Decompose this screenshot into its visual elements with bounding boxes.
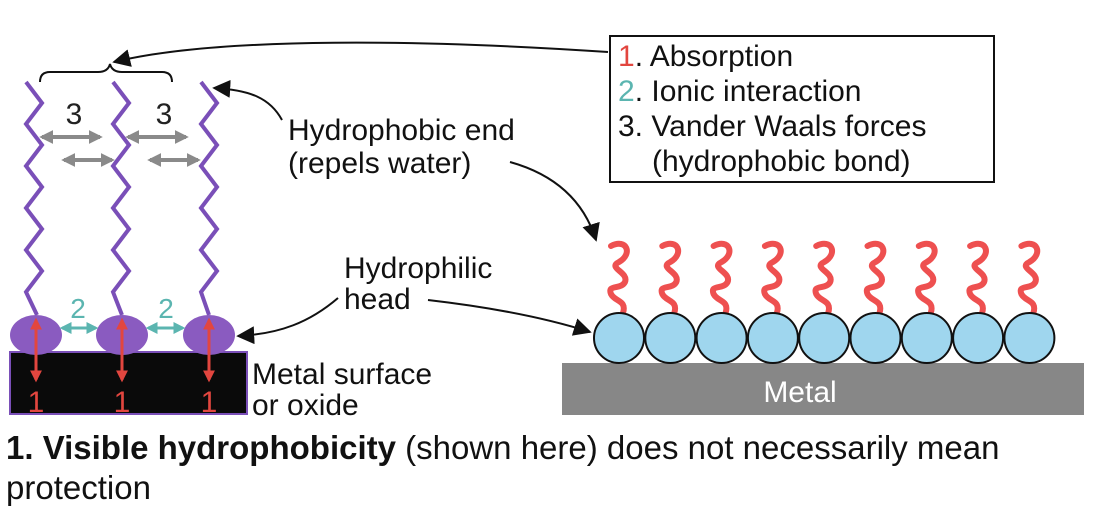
tail-2 xyxy=(658,241,682,316)
legend-item-2: 2. Ionic interaction xyxy=(618,75,861,108)
hydrophobic-end-label-line2: (repels water) xyxy=(288,147,471,180)
sphere-5 xyxy=(798,312,851,364)
hydrophobic-to-chain-arrow xyxy=(212,79,283,121)
hydrophobic-to-tails-arrow xyxy=(509,161,600,242)
tail-5 xyxy=(812,241,835,316)
hydrophilic-head-label-line1: Hydrophilic xyxy=(344,252,492,285)
metal-label: Metal xyxy=(763,376,836,409)
legend-item-1: 1. Absorption xyxy=(618,40,793,73)
hydrophilic-spheres xyxy=(593,312,1056,364)
caption-rest: (shown here) does not necessarily mean p… xyxy=(6,429,1000,506)
ionic-marker-2: 2 xyxy=(158,293,174,324)
sphere-1 xyxy=(593,312,645,364)
chain-3 xyxy=(198,80,220,316)
absorption-marker-3: 1 xyxy=(201,386,218,419)
legend-box xyxy=(609,35,995,183)
tail-3 xyxy=(709,241,733,316)
metal-bar xyxy=(562,363,1084,415)
ionic-marker-1: 2 xyxy=(70,293,86,324)
hydrophobic-tails xyxy=(607,241,1041,316)
vdw-marker-1: 3 xyxy=(66,98,83,131)
tail-7 xyxy=(915,241,938,316)
hydrophilic-head-label-line2: head xyxy=(344,283,411,316)
caption: 1. Visible hydrophobicity (shown here) d… xyxy=(6,428,1094,508)
sphere-6 xyxy=(849,312,902,364)
tail-1 xyxy=(607,241,630,316)
caption-bold: 1. Visible hydrophobicity xyxy=(6,429,396,466)
chain-brace xyxy=(39,63,173,83)
legend-item-3-line2: (hydrophobic bond) xyxy=(652,145,911,178)
metal-surface-label-line2: or oxide xyxy=(252,389,359,422)
tail-9 xyxy=(1017,241,1041,316)
chain-2 xyxy=(110,80,132,316)
absorption-marker-2: 1 xyxy=(114,386,131,419)
legend-to-brace-arrow xyxy=(112,41,609,67)
sphere-8 xyxy=(952,312,1005,364)
sphere-4 xyxy=(746,312,799,364)
hydrophobic-end-label-line1: Hydrophobic end xyxy=(288,114,515,147)
vdw-marker-2: 3 xyxy=(156,98,173,131)
sphere-7 xyxy=(900,312,953,364)
chain-1 xyxy=(23,80,45,316)
tail-8 xyxy=(966,241,989,316)
sphere-9 xyxy=(1003,312,1056,364)
sphere-2 xyxy=(644,312,697,364)
hydrophilic-to-left-head-arrow xyxy=(236,297,339,345)
legend-item-3-line1: 3. Vander Waals forces xyxy=(618,110,926,143)
tail-6 xyxy=(863,241,887,316)
sphere-3 xyxy=(695,312,748,364)
absorption-marker-1: 1 xyxy=(28,386,45,419)
metal-surface-label-line1: Metal surface xyxy=(252,358,432,391)
hydrophilic-to-spheres-arrow xyxy=(427,299,592,336)
tail-4 xyxy=(761,241,784,316)
